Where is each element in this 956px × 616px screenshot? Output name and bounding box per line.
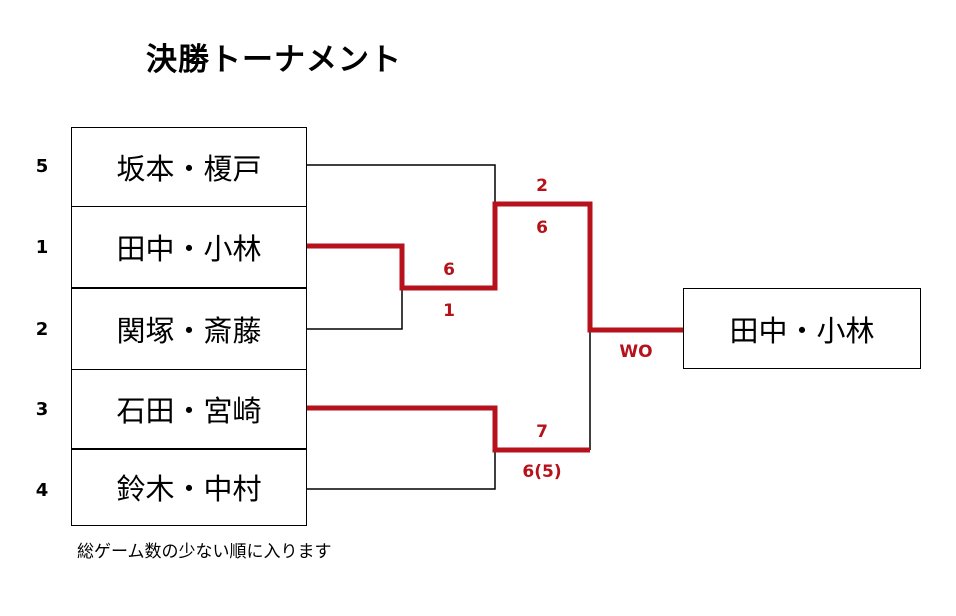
seed-number: 1 <box>35 237 49 258</box>
footnote: 総ゲーム数の少ない順に入ります <box>77 542 332 562</box>
win-path-seed1 <box>307 201 683 333</box>
line-seed4 <box>307 450 496 490</box>
entry-box: 鈴木・中村 <box>71 448 307 526</box>
seed-number: 2 <box>35 319 49 340</box>
win-path-seed3 <box>307 405 590 453</box>
entry-box: 石田・宮崎 <box>71 368 307 450</box>
score-label: 6 <box>536 218 548 238</box>
page-title: 決勝トーナメント <box>146 42 402 78</box>
seed-number: 4 <box>35 480 49 501</box>
line-seed5 <box>307 164 496 204</box>
score-label: 7 <box>536 422 548 442</box>
score-label: 6(5) <box>522 462 562 482</box>
winner-box: 田中・小林 <box>683 288 921 369</box>
score-label: WO <box>619 342 653 362</box>
score-label: 6 <box>443 260 455 280</box>
entry-box: 坂本・榎戸 <box>71 127 307 207</box>
entry-box: 関塚・斎藤 <box>71 287 307 370</box>
score-label: 1 <box>443 301 455 321</box>
line-seed2 <box>307 288 403 330</box>
seed-number: 3 <box>35 399 49 420</box>
seed-number: 5 <box>35 156 49 177</box>
entry-box: 田中・小林 <box>71 205 307 289</box>
score-label: 2 <box>536 176 548 196</box>
